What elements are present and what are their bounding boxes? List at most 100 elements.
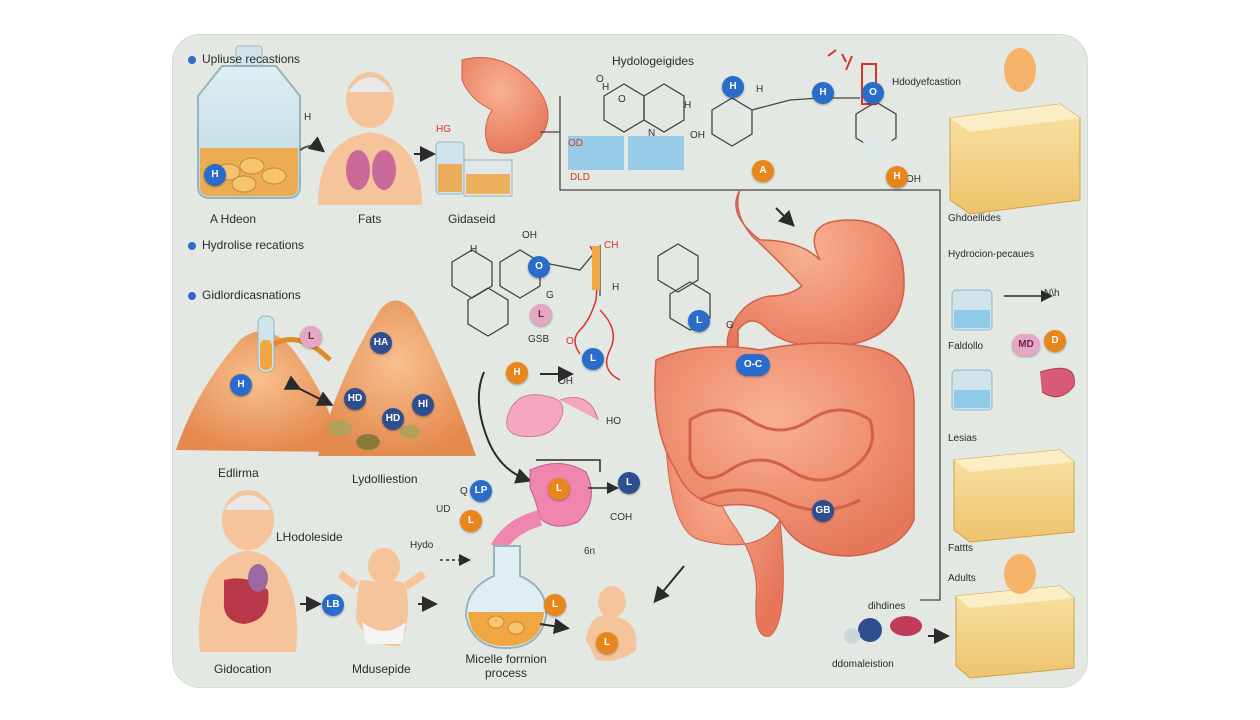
badge-d-orange: D: [1044, 330, 1066, 352]
stomach-top: [435, 57, 549, 197]
badge-l-orange-b: L: [460, 510, 482, 532]
label-faldollo: Faldollo: [948, 341, 984, 352]
chem-hg: HG: [436, 124, 451, 135]
stomach-small: [490, 463, 592, 553]
chem-coh: COH: [610, 512, 633, 523]
badge-lb: LB: [322, 594, 344, 616]
chemical-structure-middle: [451, 243, 711, 337]
chem-h-a: H: [756, 84, 764, 95]
chem-n: N: [648, 128, 656, 139]
stomach-large: [726, 189, 905, 362]
badge-md: MD: [1012, 334, 1040, 356]
chem-oh-top: OH: [522, 230, 537, 241]
chem-h2: H: [684, 100, 692, 111]
section-gidlordic: Gidlordicasnations: [188, 288, 301, 302]
badge-h-blue-2: H: [812, 82, 834, 104]
section-upliuse: Upliuse recastions: [188, 52, 300, 66]
title-hdodyefcastion: Hdodyefcastion: [892, 77, 961, 88]
badge-a-orange: A: [752, 160, 774, 182]
label-gidaseid: Gidaseid: [448, 212, 496, 226]
badge-h-orange2: H: [886, 166, 908, 188]
badge-l-pink: L: [530, 304, 552, 326]
badge-l-right: L: [618, 472, 640, 494]
label-fats: Fats: [358, 212, 382, 226]
fat-block-2: [953, 449, 1075, 543]
badge-l-orange-c: L: [544, 594, 566, 616]
badge-h-blue-top: H: [722, 76, 744, 98]
chem-g-right: G: [726, 320, 734, 331]
bullet-icon: [188, 55, 196, 64]
title-hydologeigides: Hydologeigides: [612, 54, 695, 68]
label-lydolliestion: Lydolliestion: [352, 472, 418, 486]
badge-h-orange: H: [506, 362, 528, 384]
intestines: [654, 342, 915, 637]
badge-hl: Hl: [412, 394, 434, 416]
chem-od: OD: [568, 138, 583, 149]
label-dihdines: dihdines: [868, 601, 906, 612]
chem-n-h: N\h: [1044, 288, 1060, 299]
chem-h-top: H: [304, 112, 312, 123]
label-ghdoellides: Ghdoellides: [948, 213, 1001, 224]
label-lhodoleside: LHodoleside: [276, 530, 343, 544]
badge-h: H: [230, 374, 252, 396]
badge-l-blue: L: [582, 348, 604, 370]
chem-o-lc: O: [566, 336, 574, 347]
beaker-blue-right: [628, 136, 684, 170]
badge-l-ab: L: [548, 478, 570, 500]
label-edlirma: Edlirma: [218, 466, 259, 480]
tissue-mound-left: [176, 331, 340, 452]
chem-hydo: Hydo: [410, 540, 434, 551]
badge-lp: LP: [470, 480, 492, 502]
badge-o-blue: O: [862, 82, 884, 104]
fat-block-3: [955, 554, 1075, 679]
beaker-blue-left: [568, 136, 624, 170]
bullet-icon: [188, 241, 196, 250]
funnel-glass: [862, 140, 892, 160]
chem-ch: CH: [604, 240, 619, 251]
badge-l-purple: L: [300, 326, 322, 348]
small-intestine-pink: [506, 394, 599, 438]
chem-oh-mid: OH: [906, 174, 921, 185]
chem-6n: 6n: [584, 546, 596, 557]
baby-figure-left: [337, 548, 427, 647]
chem-oh-d: OH: [690, 130, 705, 141]
badge-gb: GB: [812, 500, 834, 522]
chem-h-mid2: H: [612, 282, 620, 293]
chem-o1: O: [596, 74, 604, 85]
label-mdusepide: Mdusepide: [352, 662, 411, 676]
chem-ho: HO: [606, 416, 621, 427]
badge-o-c: O-C: [736, 354, 770, 376]
orange-bar: [592, 246, 600, 290]
label-hydrocion: Hydrocion-pecaues: [948, 249, 1035, 260]
chem-h-mid: H: [470, 244, 478, 255]
tissue-mound-right: [318, 300, 476, 456]
section-hydrolise: Hydrolise recations: [188, 238, 304, 252]
chem-oh-small: OH: [558, 376, 573, 387]
badge-ha: HA: [370, 332, 392, 354]
beaker-side-2: [951, 367, 1075, 411]
chem-q: Q: [460, 486, 468, 497]
label-ddomaleistion: ddomaleistion: [832, 659, 894, 670]
label-gidocation: Gidocation: [214, 662, 272, 676]
beaker-side-1: [951, 289, 1053, 331]
bullet-icon: [188, 291, 196, 300]
chem-o2: O: [618, 94, 626, 105]
chem-g: G: [546, 290, 554, 301]
label-a-hdeon: A Hdeon: [210, 212, 257, 226]
label-lesias: Lesias: [948, 433, 977, 444]
badge-o-blue-mid: O: [528, 256, 550, 278]
label-fattts: Fattts: [948, 543, 974, 554]
chem-h-hdod: H: [602, 82, 610, 93]
fat-block-1: [949, 48, 1081, 215]
micelle-flask: [464, 545, 548, 650]
elderly-man-bottom: [199, 490, 297, 652]
elderly-man-figure: [318, 72, 422, 205]
label-adults: Adults: [948, 573, 976, 584]
chem-dld: DLD: [570, 172, 591, 183]
flask-jar: [197, 45, 301, 199]
badge-hm: H: [204, 164, 226, 186]
badge-l-blue-right: L: [688, 310, 710, 332]
chem-ud: UD: [436, 504, 451, 515]
lipid-spheres: [844, 616, 922, 644]
